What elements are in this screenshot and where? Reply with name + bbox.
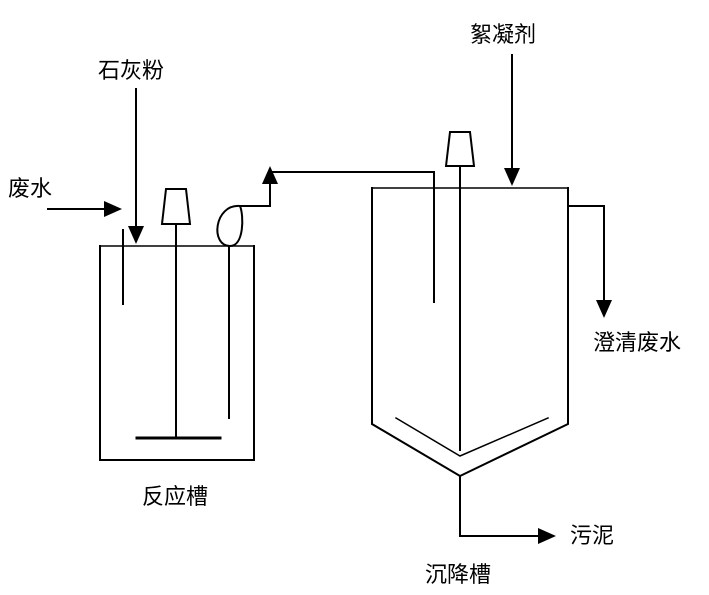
settling-tank-label: 沉降槽: [425, 563, 492, 588]
lime-feed-pipe: [128, 88, 144, 244]
reaction-tank-agitator: [135, 188, 222, 440]
transfer-pipe: [262, 166, 435, 303]
settling-tank: [371, 187, 569, 478]
reaction-tank-label: 反应槽: [142, 485, 209, 510]
settling-tank-agitator: [444, 131, 476, 451]
wastewater-label: 废水: [8, 177, 53, 202]
flocculant-feed-pipe: [504, 54, 520, 186]
wastewater-arrow-icon: [104, 201, 122, 217]
sludge-outlet-pipe: [459, 475, 556, 544]
wastewater-inlet-pipe: [47, 201, 122, 217]
sludge-arrow-icon: [538, 528, 556, 544]
clarified-arrow-icon: [596, 300, 612, 318]
clarified-outlet-pipe: [567, 205, 612, 318]
flocculant-arrow-icon: [504, 168, 520, 186]
pump-icon: [216, 204, 271, 248]
lime-arrow-icon: [128, 226, 144, 244]
lime-powder-label: 石灰粉: [98, 59, 165, 84]
transfer-arrow-icon: [262, 166, 278, 184]
sludge-label: 污泥: [570, 524, 615, 549]
flocculant-label: 絮凝剂: [470, 23, 537, 48]
clarified-wastewater-label: 澄清废水: [593, 331, 682, 356]
